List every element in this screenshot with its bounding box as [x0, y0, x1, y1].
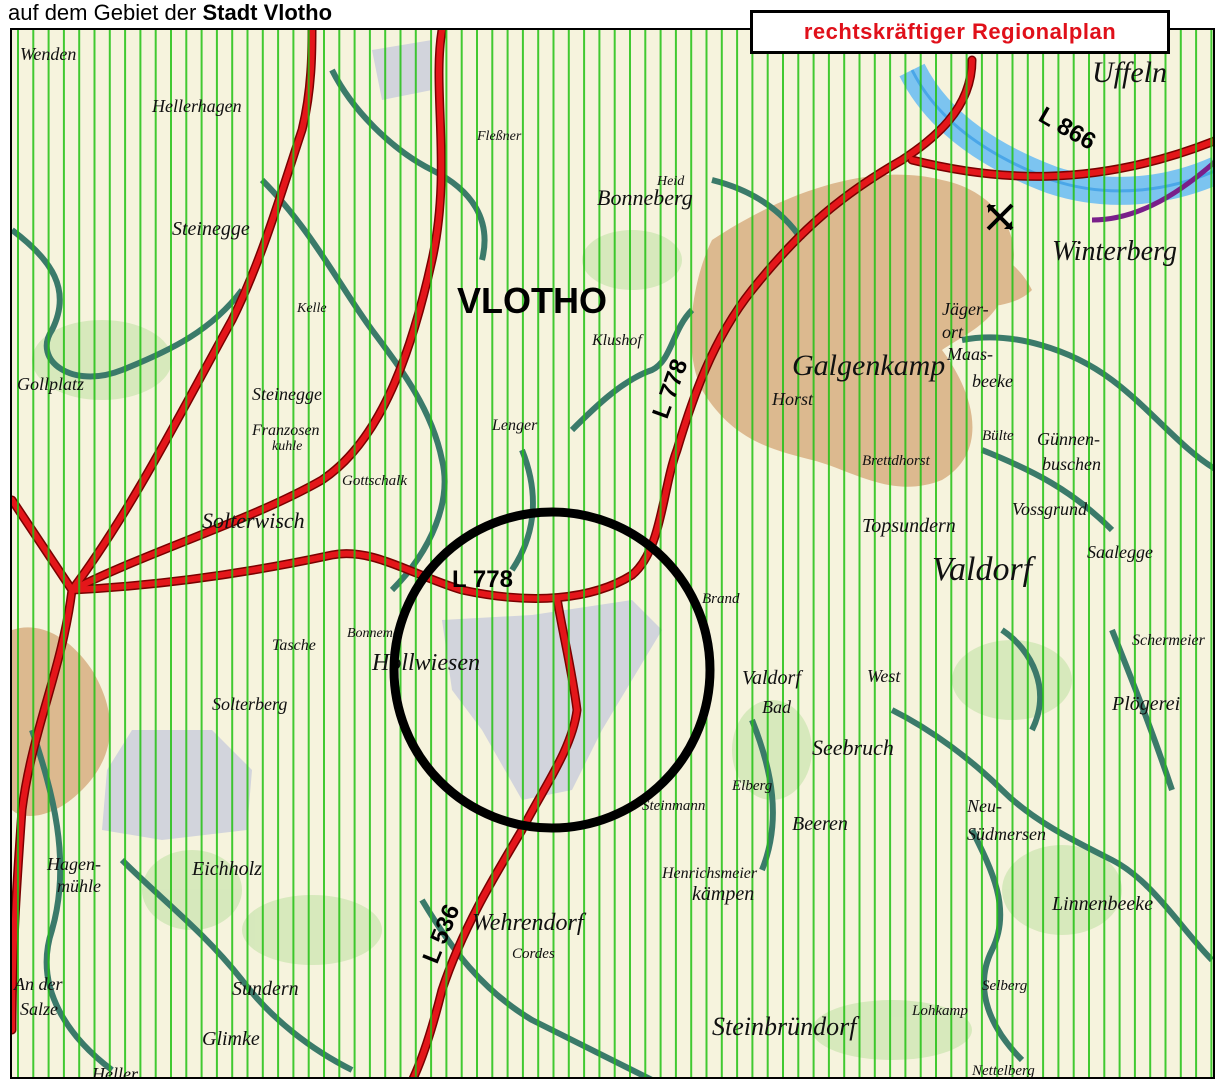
place-label: Hellerhagen — [151, 96, 242, 116]
place-label: Gottschalk — [342, 473, 407, 489]
project-site-circle[interactable] — [389, 507, 715, 833]
place-label: Tasche — [272, 637, 316, 654]
place-label: Steinmann — [642, 798, 705, 814]
place-label: Valdorf — [742, 667, 803, 689]
place-label: Schermeier — [1132, 632, 1206, 649]
town-label: VLOTHO — [457, 280, 607, 321]
place-label: Valdorf — [932, 551, 1037, 588]
place-label: Gollplatz — [17, 374, 84, 394]
place-label: Steinegge — [172, 218, 250, 240]
place-label: Maas- — [946, 344, 993, 364]
place-label: Galgenkamp — [792, 349, 945, 382]
place-label: Bonneme — [347, 626, 399, 641]
place-label: kuhle — [272, 439, 302, 454]
place-label: Lenger — [491, 417, 538, 434]
plan-status-label: rechtskräftiger Regionalplan — [803, 19, 1117, 44]
settlement-valdorf-east — [912, 237, 1032, 307]
junction-marker-icon — [986, 203, 1014, 231]
place-label: West — [867, 666, 901, 686]
place-label: Hollwiesen — [371, 650, 480, 676]
place-label: Fleßner — [476, 129, 522, 144]
plan-hatching — [17, 30, 1213, 1077]
place-label: Steinegge — [252, 384, 322, 404]
settlement-west — [12, 627, 111, 816]
place-label: Plögerei — [1111, 693, 1180, 715]
railway-line — [1091, 160, 1213, 223]
place-label: Glimke — [202, 1028, 260, 1050]
place-label: Wehrendorf — [472, 910, 587, 936]
place-label: Selberg — [982, 978, 1028, 994]
place-label: Saalegge — [1087, 542, 1153, 562]
place-label: Heller — [91, 1064, 139, 1079]
place-label: Bülte — [982, 428, 1014, 444]
place-label: Brand — [702, 591, 740, 607]
place-label: kämpen — [692, 883, 754, 905]
place-label: Günnen- — [1037, 429, 1100, 449]
place-label: Sundern — [232, 978, 299, 1000]
place-label: Vossgrund — [1012, 499, 1088, 519]
place-label: Linnenbeeke — [1051, 893, 1153, 915]
place-label: Solterwisch — [202, 508, 305, 533]
place-label: Bad — [762, 697, 792, 717]
place-label: Bonneberg — [597, 185, 693, 210]
place-label: Horst — [771, 389, 814, 409]
place-label: Nettelberg — [971, 1063, 1035, 1079]
place-label: An der — [13, 974, 63, 994]
place-label: Neu- — [966, 796, 1002, 816]
place-label: Henrichsmeier — [661, 865, 758, 882]
road-label-l778-main: L 778 — [452, 566, 513, 593]
place-label: Beeren — [792, 813, 848, 835]
place-label: Seebruch — [812, 735, 894, 760]
settlement-vlotho — [691, 174, 1014, 487]
plan-status-badge: rechtskräftiger Regionalplan — [750, 10, 1170, 54]
map-caption: auf dem Gebiet der Stadt Vlotho — [8, 0, 332, 28]
place-label: Winterberg — [1052, 236, 1177, 267]
place-label: Solterberg — [212, 694, 287, 714]
industry-hollwiesen — [442, 600, 662, 800]
place-label: Lohkamp — [911, 1003, 968, 1019]
industry-north — [372, 40, 432, 100]
place-label: Klushof — [591, 332, 644, 349]
place-label: Uffeln — [1092, 56, 1167, 89]
place-label: ort — [942, 322, 964, 342]
place-label: Elberg — [731, 778, 773, 794]
place-label: Eichholz — [191, 858, 262, 880]
place-label: Brettdhorst — [862, 453, 931, 469]
place-label: Salze — [20, 999, 58, 1019]
place-label: mühle — [57, 876, 101, 896]
place-label: Steinbründorf — [712, 1012, 860, 1041]
place-label: Hagen- — [46, 854, 101, 874]
place-label: Cordes — [512, 946, 555, 962]
caption-prefix: auf dem Gebiet der — [8, 0, 197, 25]
place-label: Südmersen — [967, 824, 1046, 844]
place-label: Kelle — [296, 301, 327, 316]
place-label: Jäger- — [942, 299, 989, 319]
place-label: beeke — [972, 371, 1013, 391]
place-label: Wenden — [20, 44, 76, 64]
place-label: Topsundern — [862, 515, 956, 537]
place-label: Heid — [656, 174, 685, 189]
settlement-areas — [12, 174, 1032, 816]
caption-municipality: Stadt Vlotho — [202, 0, 333, 25]
place-label: Franzosen — [251, 422, 320, 439]
place-label: buschen — [1042, 454, 1101, 474]
